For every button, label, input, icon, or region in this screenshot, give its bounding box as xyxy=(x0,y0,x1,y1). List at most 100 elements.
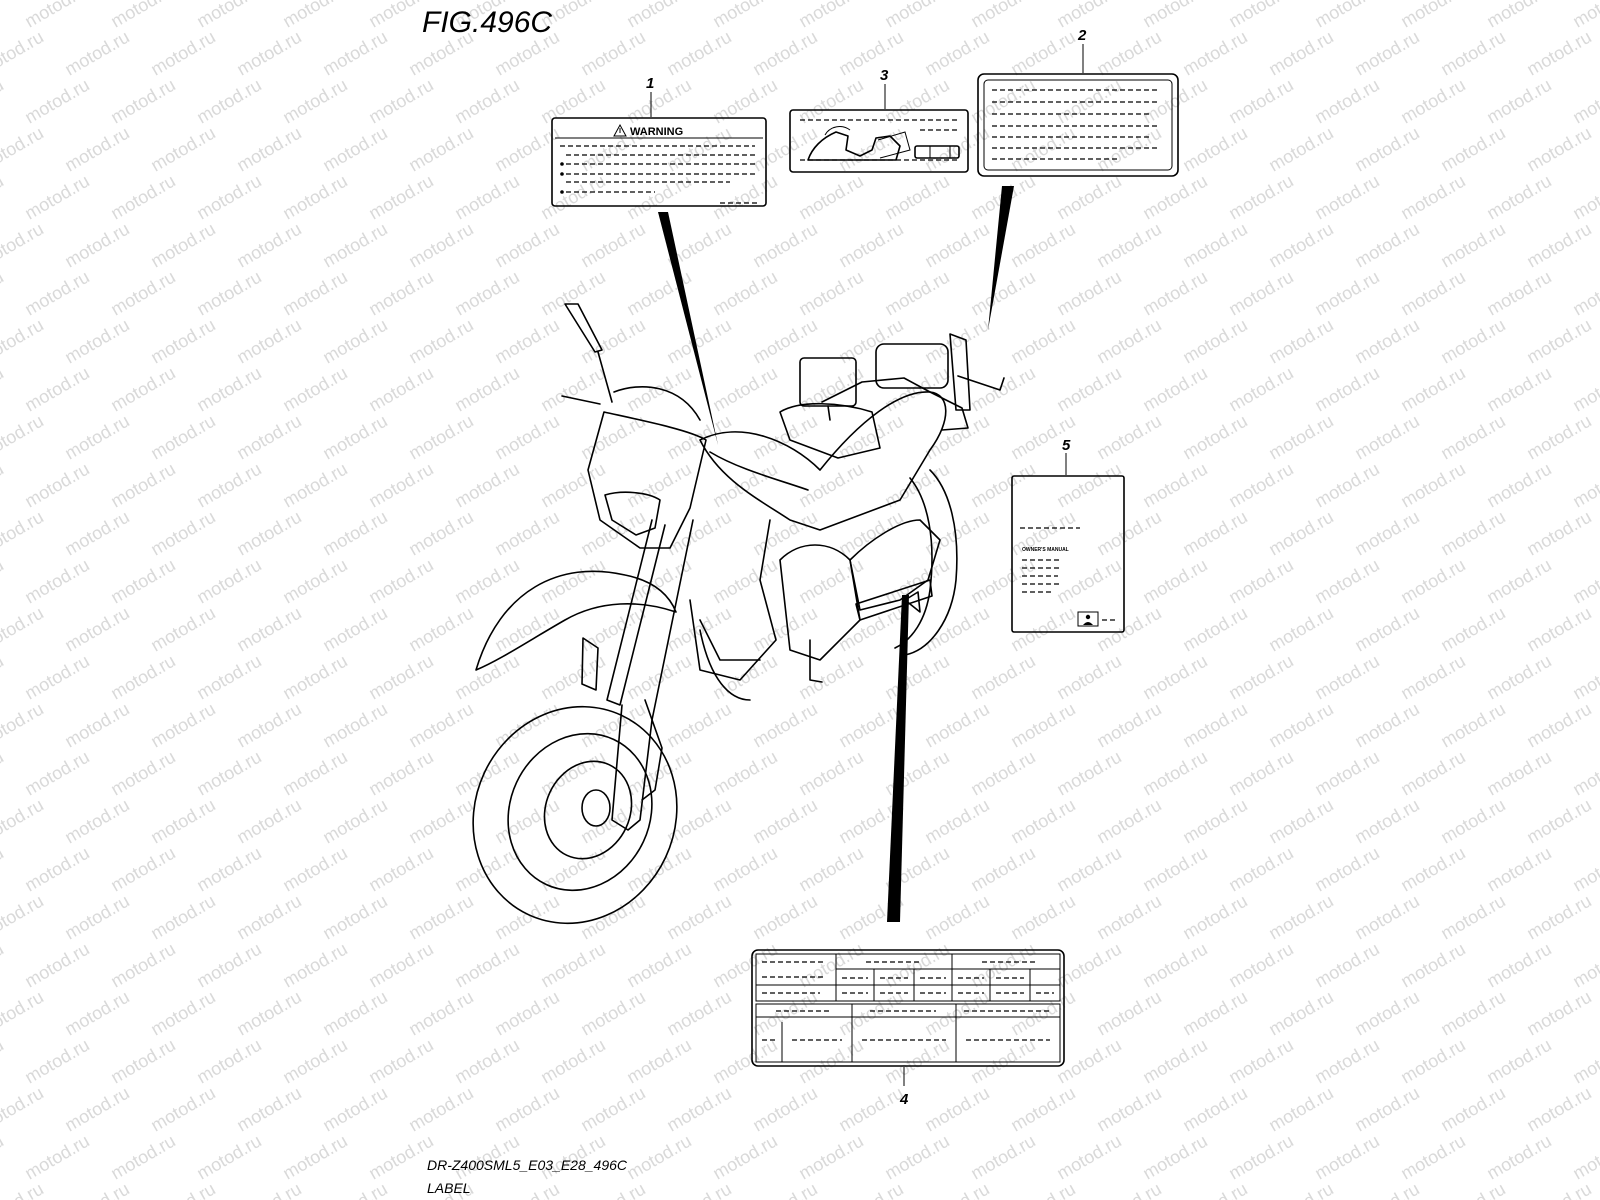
watermark-text: motod.ru xyxy=(709,267,781,320)
watermark-text: motod.ru xyxy=(623,0,695,31)
watermark-text: motod.ru xyxy=(1351,411,1423,464)
watermark-text: motod.ru xyxy=(709,459,781,512)
watermark-text: motod.ru xyxy=(233,987,305,1040)
watermark-text: motod.ru xyxy=(1351,27,1423,80)
watermark-text: motod.ru xyxy=(147,1179,219,1200)
watermark-text: motod.ru xyxy=(1523,411,1595,464)
label-3-pictogram[interactable] xyxy=(789,109,969,173)
watermark-text: motod.ru xyxy=(1483,267,1555,320)
watermark-text: motod.ru xyxy=(1397,363,1469,416)
watermark-text: motod.ru xyxy=(1351,699,1423,752)
watermark-text: motod.ru xyxy=(193,651,265,704)
label-5-owners-manual[interactable]: OWNER'S MANUAL xyxy=(1011,475,1125,633)
watermark-text: motod.ru xyxy=(147,27,219,80)
watermark-text: motod.ru xyxy=(749,123,821,176)
watermark-text: motod.ru xyxy=(365,459,437,512)
watermark-text: motod.ru xyxy=(1483,747,1555,800)
watermark-text: motod.ru xyxy=(21,267,93,320)
watermark-text: motod.ru xyxy=(1093,1179,1165,1200)
watermark-text: motod.ru xyxy=(1139,555,1211,608)
watermark-text: motod.ru xyxy=(1351,987,1423,1040)
watermark-text: motod.ru xyxy=(365,555,437,608)
watermark-text: motod.ru xyxy=(319,1083,391,1136)
watermark-text: motod.ru xyxy=(1311,459,1383,512)
watermark-text: motod.ru xyxy=(365,747,437,800)
watermark-text: motod.ru xyxy=(61,315,133,368)
callout-5: 5 xyxy=(1062,437,1071,475)
watermark-text: motod.ru xyxy=(749,315,821,368)
watermark-text: motod.ru xyxy=(61,507,133,560)
watermark-text: motod.ru xyxy=(107,267,179,320)
watermark-text: motod.ru xyxy=(107,75,179,128)
watermark-text: motod.ru xyxy=(279,171,351,224)
watermark-text: motod.ru xyxy=(491,1083,563,1136)
manual-title: OWNER'S MANUAL xyxy=(1022,547,1069,553)
watermark-text: motod.ru xyxy=(663,1179,735,1200)
label-1-warning[interactable]: WARNING xyxy=(551,117,767,207)
watermark-text: motod.ru xyxy=(967,651,1039,704)
watermark-text: motod.ru xyxy=(279,747,351,800)
watermark-text: motod.ru xyxy=(233,891,305,944)
watermark-text: motod.ru xyxy=(1569,459,1600,512)
watermark-text: motod.ru xyxy=(623,651,695,704)
watermark-text: motod.ru xyxy=(61,987,133,1040)
watermark-text: motod.ru xyxy=(147,411,219,464)
watermark-text: motod.ru xyxy=(0,315,47,368)
watermark-text: motod.ru xyxy=(1483,651,1555,704)
watermark-text: motod.ru xyxy=(1265,795,1337,848)
watermark-text: motod.ru xyxy=(1225,1131,1297,1184)
watermark-text: motod.ru xyxy=(0,555,7,608)
watermark-text: motod.ru xyxy=(319,891,391,944)
watermark-text: motod.ru xyxy=(193,0,265,31)
watermark-text: motod.ru xyxy=(1351,1179,1423,1200)
watermark-text: motod.ru xyxy=(749,891,821,944)
watermark-text: motod.ru xyxy=(1225,555,1297,608)
watermark-text: motod.ru xyxy=(1093,795,1165,848)
watermark-text: motod.ru xyxy=(193,555,265,608)
watermark-text: motod.ru xyxy=(1311,0,1383,31)
watermark-text: motod.ru xyxy=(1139,363,1211,416)
watermark-text: motod.ru xyxy=(835,1179,907,1200)
watermark-text: motod.ru xyxy=(749,507,821,560)
watermark-text: motod.ru xyxy=(577,507,649,560)
watermark-text: motod.ru xyxy=(451,75,523,128)
watermark-text: motod.ru xyxy=(663,891,735,944)
watermark-text: motod.ru xyxy=(147,1083,219,1136)
watermark-text: motod.ru xyxy=(319,795,391,848)
watermark-text: motod.ru xyxy=(1437,603,1509,656)
watermark-text: motod.ru xyxy=(921,987,993,1040)
label-2-info[interactable] xyxy=(977,73,1179,177)
label-4-spec-table[interactable] xyxy=(751,949,1065,1067)
watermark-text: motod.ru xyxy=(0,1179,47,1200)
watermark-text: motod.ru xyxy=(1397,0,1469,31)
watermark-text: motod.ru xyxy=(1397,939,1469,992)
watermark-text: motod.ru xyxy=(921,411,993,464)
watermark-text: motod.ru xyxy=(233,219,305,272)
watermark-text: motod.ru xyxy=(147,891,219,944)
watermark-text: motod.ru xyxy=(1053,555,1125,608)
watermark-text: motod.ru xyxy=(1569,1131,1600,1184)
watermark-text: motod.ru xyxy=(1225,939,1297,992)
watermark-text: motod.ru xyxy=(1179,315,1251,368)
watermark-text: motod.ru xyxy=(451,651,523,704)
watermark-text: motod.ru xyxy=(795,267,867,320)
watermark-text: motod.ru xyxy=(749,219,821,272)
watermark-text: motod.ru xyxy=(1397,459,1469,512)
watermark-text: motod.ru xyxy=(1483,555,1555,608)
watermark-text: motod.ru xyxy=(319,987,391,1040)
watermark-text: motod.ru xyxy=(1093,507,1165,560)
watermark-text: motod.ru xyxy=(1397,843,1469,896)
watermark-text: motod.ru xyxy=(709,171,781,224)
watermark-text: motod.ru xyxy=(967,0,1039,31)
watermark-text: motod.ru xyxy=(881,267,953,320)
watermark-text: motod.ru xyxy=(577,1083,649,1136)
watermark-text: motod.ru xyxy=(233,315,305,368)
watermark-text: motod.ru xyxy=(233,123,305,176)
rider-silhouette-icon xyxy=(807,126,911,161)
watermark-text: motod.ru xyxy=(365,1035,437,1088)
watermark-text: motod.ru xyxy=(1437,699,1509,752)
watermark-text: motod.ru xyxy=(61,219,133,272)
watermark-text: motod.ru xyxy=(1311,939,1383,992)
watermark-text: motod.ru xyxy=(147,699,219,752)
watermark-text: motod.ru xyxy=(835,315,907,368)
